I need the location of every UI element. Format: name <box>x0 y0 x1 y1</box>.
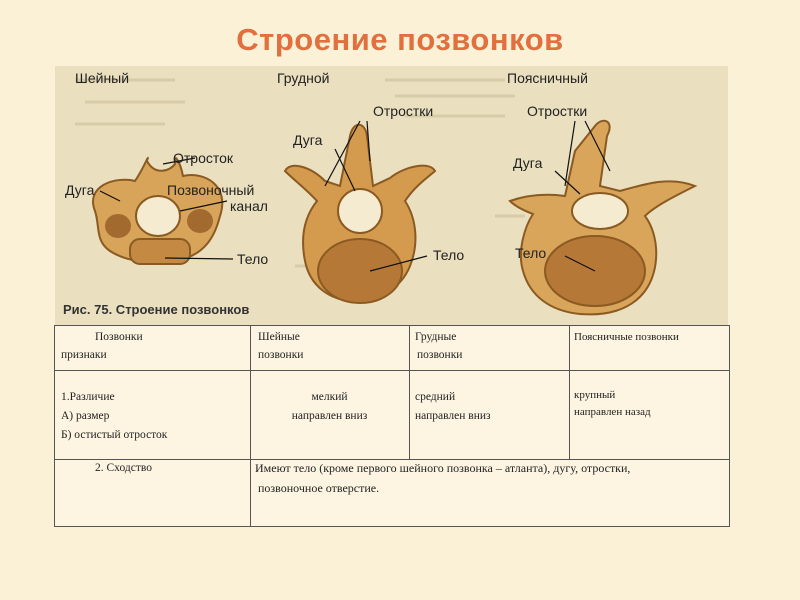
lumbar-vertebra <box>508 119 698 316</box>
label-lumbar-body: Тело <box>515 245 547 261</box>
row1-cervical-size: мелкий <box>311 391 348 403</box>
header-cervical-1: Шейные <box>258 331 300 343</box>
header-thoracic-1: Грудные <box>415 331 457 343</box>
label-thoracic-processes: Отростки <box>373 103 434 119</box>
header-cervical-2: позвонки <box>258 349 304 361</box>
vertebrae-illustration <box>75 78 698 316</box>
row1-cervical-direction: направлен вниз <box>291 410 368 422</box>
row1-lumbar-direction: направлен назад <box>574 406 651 418</box>
label-thoracic-body: Тело <box>433 247 465 263</box>
header-vertebrae: Позвонки <box>95 331 143 343</box>
header-lumbar: Поясничные позвонки <box>574 331 679 343</box>
label-lumbar: Поясничный <box>507 70 588 86</box>
label-cervical-body: Тело <box>237 251 269 267</box>
thoracic-vertebra <box>283 123 437 304</box>
label-lumbar-processes: Отростки <box>527 103 588 119</box>
label-cervical-canal-1: Позвоночный <box>167 182 255 198</box>
header-features: признаки <box>61 349 107 361</box>
label-cervical-canal-2: канал <box>230 198 268 214</box>
vertebrae-figure: Шейный Грудной Поясничный Отросток Дуга … <box>55 66 728 326</box>
row1-thoracic-direction: направлен вниз <box>415 410 491 422</box>
row1-lumbar-size: крупный <box>574 389 616 401</box>
comparison-table: Позвонки признаки Шейные позвонки Грудны… <box>54 325 730 527</box>
label-thoracic-arch: Дуга <box>293 132 323 148</box>
row1-size: А) размер <box>61 410 110 422</box>
label-cervical-process: Отросток <box>173 150 234 166</box>
row2-common-1: Имеют тело (кроме первого шейного позвон… <box>255 461 631 475</box>
label-cervical: Шейный <box>75 70 130 86</box>
row2-similarity: 2. Сходство <box>95 462 152 474</box>
row1-spinous: Б) остистый отросток <box>61 429 168 441</box>
label-cervical-arch: Дуга <box>65 182 95 198</box>
row1-thoracic-size: средний <box>415 391 456 403</box>
row1-difference: 1.Различие <box>61 391 115 403</box>
label-lumbar-arch: Дуга <box>513 155 543 171</box>
label-thoracic: Грудной <box>277 70 330 86</box>
cervical-vertebra <box>92 156 224 265</box>
header-thoracic-2: позвонки <box>417 349 463 361</box>
row2-common-2: позвоночное отверстие. <box>258 481 380 495</box>
figure-caption: Рис. 75. Строение позвонков <box>63 302 250 317</box>
slide-title: Строение позвонков <box>236 22 564 57</box>
